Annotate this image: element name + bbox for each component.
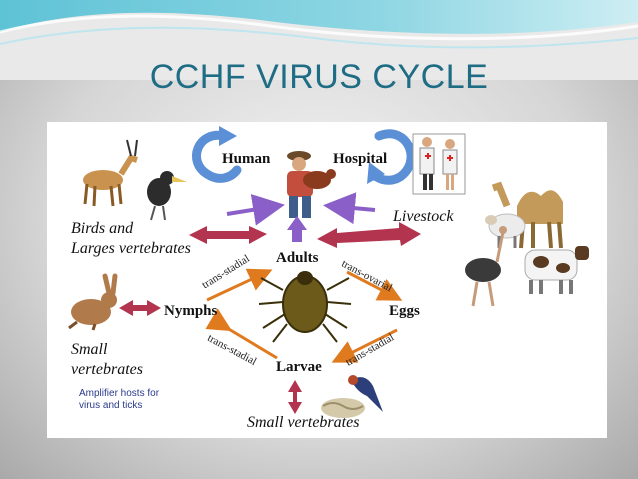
node-hospital: Hospital — [333, 151, 388, 167]
stage-arrow-larvae-nymphs — [205, 308, 278, 360]
farmer-with-calf-icon — [287, 151, 336, 218]
node-livestock: Livestock — [393, 208, 454, 225]
host-arrow-larvae-double — [288, 380, 302, 414]
node-human: Human — [222, 151, 271, 167]
purple-arrow-right — [323, 192, 376, 225]
node-eggs: Eggs — [389, 303, 420, 319]
hornbill-icon — [147, 171, 187, 221]
rabbit-icon — [68, 273, 118, 331]
header-wave-banner — [0, 0, 638, 80]
antelope-icon — [83, 139, 138, 207]
purple-arrow-up — [287, 216, 307, 242]
node-nymphs: Nymphs — [164, 303, 218, 319]
tick-icon — [258, 271, 352, 343]
amplifier-note-line1: Amplifier hosts for — [79, 388, 160, 399]
doctor-nurse-icon — [412, 133, 466, 195]
host-arrow-right-double — [317, 222, 421, 248]
node-small-vertebrates-left-line2: vertebrates — [71, 361, 143, 378]
purple-arrow-left — [226, 193, 285, 226]
stage-arrow-adults-eggs — [346, 270, 403, 301]
human-cycle-arrow-icon — [192, 126, 242, 183]
camel-icon — [491, 181, 563, 249]
stage-arrow-nymphs-adults — [206, 268, 273, 302]
node-adults: Adults — [276, 250, 319, 266]
node-birds-line2: Larges vertebrates — [71, 240, 191, 257]
slide-title: CCHF VIRUS CYCLE — [149, 58, 489, 96]
ostrich-icon — [465, 226, 507, 307]
stage-arrow-eggs-larvae — [331, 328, 398, 363]
host-arrow-nymphs-double — [119, 300, 161, 316]
cow-icon — [524, 246, 589, 294]
swallow-nest-icon — [321, 375, 383, 418]
node-small-vertebrates-left-line1: Small — [71, 341, 108, 358]
node-small-vertebrates-bottom: Small vertebrates — [247, 414, 360, 431]
diagram-panel: Human Hospital Birds and Larges vertebra… — [47, 122, 607, 438]
amplifier-note-line2: virus and ticks — [79, 400, 143, 411]
node-birds-line1: Birds and — [71, 220, 134, 237]
node-larvae: Larvae — [276, 359, 322, 375]
sheep-icon — [485, 213, 526, 248]
host-arrow-left-double — [189, 226, 267, 244]
hospital-cycle-arrow-icon — [367, 129, 416, 185]
diagram-artwork — [68, 126, 589, 418]
